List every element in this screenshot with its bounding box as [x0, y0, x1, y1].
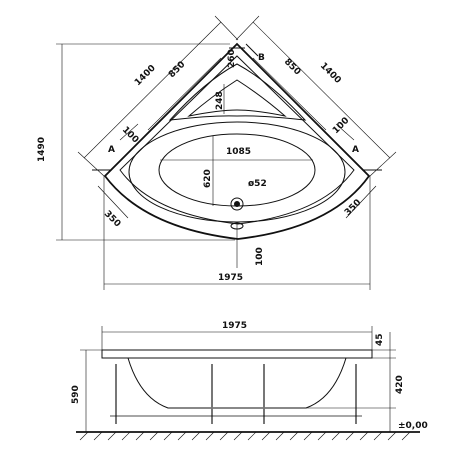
dim-label-inner-right: 850: [282, 57, 302, 77]
dim-label-drain: ø52: [248, 179, 267, 189]
dim-label-basin-width: 1085: [226, 147, 251, 157]
top-view: A A B 1400 850 260 850 1400 100 100 350 …: [37, 15, 397, 290]
tub-inner-rim: [119, 55, 355, 225]
side-tub-body: [127, 357, 347, 409]
side-dim-label-width: 1975: [222, 321, 247, 331]
dim-label-side-right: 1400: [318, 61, 343, 86]
side-floor-hatch: [79, 431, 411, 441]
label-section-a-right: A: [352, 145, 359, 155]
dim-label-rim-right: 100: [331, 116, 351, 136]
label-section-b: B: [258, 53, 265, 63]
dim-label-width: 1975: [218, 273, 243, 283]
side-dim-label-rim: 45: [375, 333, 385, 346]
tub-outer-outline: [103, 42, 371, 240]
dim-label-side-left: 1400: [133, 63, 158, 88]
dim-rim-left: [119, 123, 139, 141]
section-marker-b: [245, 43, 259, 57]
side-dim-label-inner-depth: 420: [395, 375, 405, 394]
dim-line-left-outer: [83, 21, 222, 159]
dim-line-right-inner: [252, 57, 327, 131]
dim-ext-right-outer-a: [235, 15, 260, 41]
dim-label-seat-depth: 248: [215, 91, 225, 110]
dim-end-left: [97, 185, 129, 219]
dim-rim-right: [335, 123, 355, 141]
label-section-a-left: A: [108, 145, 115, 155]
dim-label-inner-left: 850: [167, 60, 187, 80]
tub-basin-outer: [128, 121, 346, 223]
drain-outer: [230, 197, 244, 211]
dim-label-depth: 1490: [37, 137, 47, 162]
dim-line-right-outer: [252, 21, 391, 159]
tub-seat-outer: [168, 63, 307, 121]
dim-label-end-left: 350: [102, 209, 122, 229]
side-dim-label-total-height: 590: [71, 385, 81, 404]
tub-basin-inner: [158, 133, 316, 207]
side-view: 1975 45 420 590 ±0,00: [71, 321, 428, 441]
side-rim: [101, 349, 373, 359]
dim-label-rim-left: 100: [120, 125, 140, 145]
side-dim-label-floor: ±0,00: [398, 421, 428, 431]
dim-label-corner-cut: 260: [227, 49, 237, 68]
dim-line-left-inner: [147, 57, 222, 131]
dim-ext-left-outer-b: [214, 15, 239, 41]
dim-ext-left-outer-a: [77, 151, 105, 177]
dim-ext-right-outer-b: [369, 151, 397, 177]
tub-seat-inner: [187, 79, 287, 117]
drain-inner: [234, 201, 240, 207]
dim-label-front-rim: 100: [255, 247, 265, 266]
dim-label-basin-depth: 620: [203, 169, 213, 188]
dim-end-right: [345, 185, 377, 219]
